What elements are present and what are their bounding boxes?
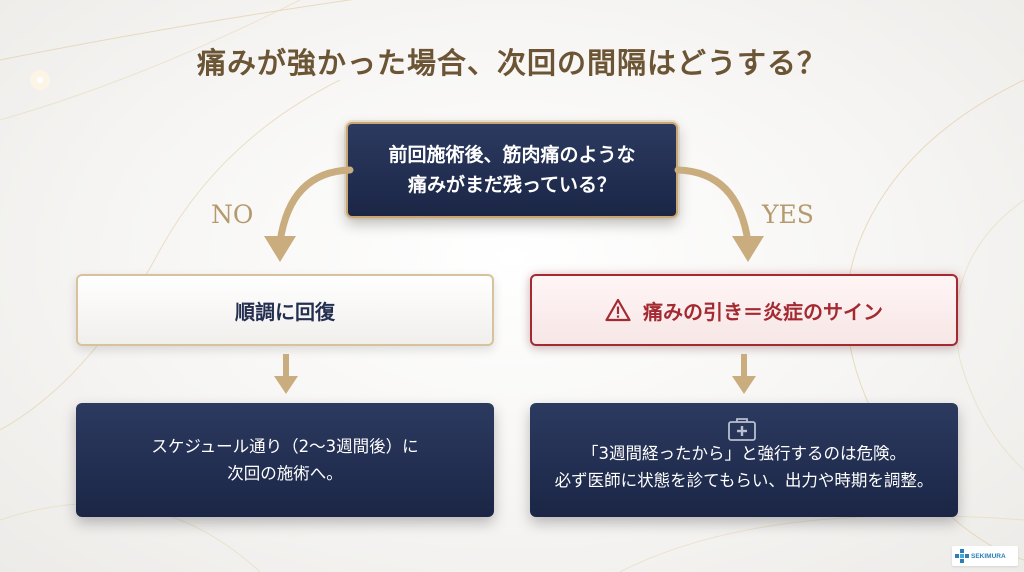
question-line-1: 前回施術後、筋肉痛のような (388, 144, 636, 166)
no-outcome-text: 順調に回復 (235, 299, 335, 324)
yes-result-line-2: 必ず医師に状態を診てもらい、出力や時期を調整。 (554, 471, 934, 490)
no-down-arrow (274, 354, 298, 394)
no-result-line-2: 次回の施術へ。 (227, 464, 343, 483)
yes-outcome-text: 痛みの引き＝炎症のサイン (643, 299, 883, 324)
question-line-2: 痛みがまだ残っている？ (407, 174, 617, 196)
yes-label: YES (762, 200, 814, 229)
yes-outcome-box: 痛みの引き＝炎症のサイン (530, 274, 958, 346)
logo-cross-icon (955, 549, 969, 563)
first-aid-kit-icon (728, 418, 756, 441)
yes-result-line-1: 「3週間経ったから」と強行するのは危険。 (582, 444, 906, 463)
no-outcome-box: 順調に回復 (76, 274, 494, 346)
warning-triangle-icon (605, 298, 631, 322)
brand-logo: SEKIMURA (952, 546, 1018, 566)
page-title: 痛みが強かった場合、次回の間隔はどうする？ (196, 46, 827, 80)
no-result-box: スケジュール通り（2〜3週間後）に 次回の施術へ。 (76, 403, 494, 517)
yes-down-arrow (732, 354, 756, 394)
question-box: 前回施術後、筋肉痛のような 痛みがまだ残っている？ (346, 122, 678, 218)
no-branch-arrow (264, 166, 354, 262)
logo-text: SEKIMURA (971, 552, 1006, 560)
no-label: NO (211, 200, 254, 229)
yes-branch-arrow (674, 166, 764, 262)
no-result-line-1: スケジュール通り（2〜3週間後）に (151, 437, 419, 456)
